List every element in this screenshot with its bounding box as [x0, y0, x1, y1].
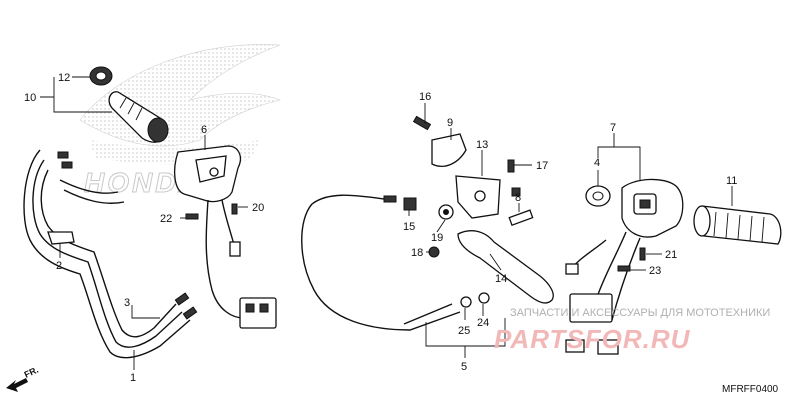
callout-18: 18	[411, 247, 423, 259]
watermark-site: PARTSFOR.RU	[494, 324, 691, 354]
clutch-cable	[301, 194, 490, 331]
callout-2: 2	[56, 260, 62, 272]
switch-housing-right	[565, 178, 684, 355]
switch-housing-left	[173, 145, 277, 329]
diagram-code: MFRFF0400	[722, 384, 779, 395]
callout-15: 15	[403, 221, 415, 233]
callout-23: 23	[649, 265, 661, 277]
callout-19: 19	[431, 232, 443, 244]
callout-20: 20	[252, 202, 264, 214]
callout-12: 12	[58, 72, 70, 84]
callout-17: 17	[536, 160, 548, 172]
callout-7: 7	[610, 122, 616, 134]
throttle-cables	[23, 149, 238, 359]
callout-1: 1	[130, 372, 136, 384]
callout-8: 8	[515, 192, 521, 204]
callout-14: 14	[495, 273, 507, 285]
callout-labels: 1 2 3 4 5 6 7 8 9 10 11 12 13 14 15 16 1…	[24, 72, 737, 384]
callout-3: 3	[124, 297, 130, 309]
callout-22: 22	[160, 213, 172, 225]
front-direction-arrow: FR.	[6, 365, 40, 392]
svg-text:FR.: FR.	[23, 365, 40, 380]
callout-25: 25	[458, 325, 470, 337]
callout-16: 16	[419, 91, 431, 103]
callout-13: 13	[476, 139, 488, 151]
callout-24: 24	[477, 317, 489, 329]
callout-9: 9	[447, 117, 453, 129]
callout-6: 6	[201, 124, 207, 136]
callout-10: 10	[24, 92, 36, 104]
watermark-caption: ЗАПЧАСТИ И АКСЕССУАРЫ ДЛЯ МОТОТЕХНИКИ	[510, 307, 770, 319]
throttle-grip-assembly	[89, 66, 169, 143]
clutch-lever-assembly	[403, 115, 554, 304]
callout-11: 11	[726, 175, 737, 187]
leader-lines	[40, 76, 733, 370]
callout-4: 4	[594, 157, 600, 169]
handlebar-grip-right	[693, 205, 782, 245]
callout-21: 21	[665, 249, 677, 261]
callout-5: 5	[461, 361, 467, 373]
